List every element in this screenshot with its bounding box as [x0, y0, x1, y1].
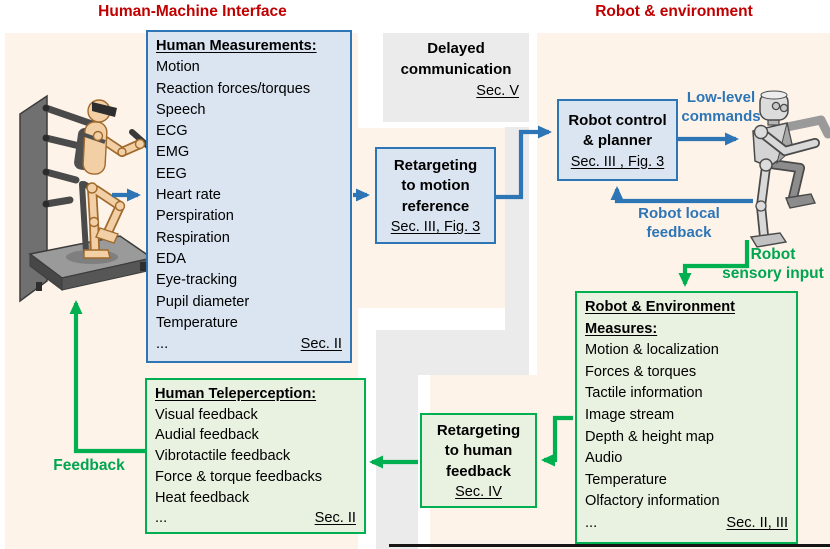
robot-eye — [779, 103, 789, 113]
list-item: EMG — [156, 144, 190, 161]
list-item: Vibrotactile feedback — [155, 448, 291, 465]
list-item: Forces & torques — [585, 363, 697, 380]
robot-control-sec: Sec. III , Fig. 3 — [570, 153, 665, 170]
list-item: Depth & height map — [585, 428, 714, 445]
list-item: Audial feedback — [155, 427, 259, 444]
platform-foot-bolt — [36, 282, 42, 291]
ellipsis: ... — [155, 510, 168, 527]
delayed-communication-band-bottom — [376, 330, 418, 549]
robot-control-box: Robot control & planner Sec. III , Fig. … — [557, 99, 678, 181]
retargeting-human-title: Retargeting to human feedback — [436, 421, 521, 480]
mannequin-body — [81, 99, 153, 259]
list-item: Motion — [156, 59, 200, 76]
robot-env-measures-footer: ... Sec. II, III — [585, 513, 788, 535]
mannequin-foot — [83, 249, 111, 259]
figure-bottom-rule — [389, 544, 830, 547]
list-item: Temperature — [585, 471, 667, 488]
list-item: Force & torque feedbacks — [155, 468, 323, 485]
retargeting-motion-box: Retargeting to motion reference Sec. III… — [375, 147, 496, 244]
delayed-communication-band-top — [383, 33, 529, 122]
list-item: Audio — [585, 450, 623, 467]
robot-head-top — [760, 90, 788, 100]
feedback-label: Feedback — [53, 457, 125, 474]
robot-hip-joint — [759, 158, 773, 172]
section-ref: Sec. II, III — [726, 514, 788, 531]
list-item: Reaction forces/torques — [156, 80, 311, 97]
human-teleperception-title: Human Teleperception: — [155, 386, 317, 402]
human-measurements-title: Human Measurements: — [156, 38, 317, 54]
mannequin-hand — [134, 138, 146, 150]
delayed-communication-title: Delayed communication — [400, 40, 512, 78]
list-item: Visual feedback — [155, 406, 258, 423]
list-item: Heart rate — [156, 187, 221, 204]
retargeting-human-sec: Sec. IV — [455, 484, 502, 501]
human-teleperception-footer: ... Sec. II — [155, 508, 356, 529]
delayed-communication-band-right — [505, 127, 529, 345]
delayed-communication-box: Delayed communication Sec. V — [383, 38, 529, 118]
list-item: Respiration — [156, 229, 230, 246]
ellipsis: ... — [585, 514, 598, 531]
retargeting-motion-sec: Sec. III, Fig. 3 — [390, 219, 481, 236]
robot-eye — [771, 101, 781, 111]
exoskeleton-leg-link — [79, 181, 89, 255]
robot-raised-leg — [766, 159, 816, 209]
platform-foot-bolt — [140, 262, 146, 271]
robot-env-measures-box: Robot & Environment Measures: Motion & l… — [575, 291, 798, 544]
header-human-machine-interface: Human-Machine Interface — [98, 3, 287, 20]
section-ref: Sec. II — [314, 510, 356, 527]
platform-side — [29, 253, 63, 291]
exoskeleton-wall — [19, 94, 48, 303]
list-item: Olfactory information — [585, 493, 720, 510]
list-item: Temperature — [156, 314, 238, 331]
header-robot-environment: Robot & environment — [595, 3, 753, 20]
retargeting-motion-title: Retargeting to motion reference — [393, 156, 478, 215]
list-item: EEG — [156, 165, 187, 182]
mannequin-torso — [82, 121, 108, 175]
list-item: Motion & localization — [585, 342, 719, 359]
list-item: EDA — [156, 250, 187, 267]
robot-shoulder-joint — [753, 124, 769, 140]
list-item: Speech — [156, 101, 206, 118]
delayed-communication-sec: Sec. V — [476, 83, 519, 99]
list-item: ECG — [156, 123, 188, 140]
list-item: Image stream — [585, 406, 675, 423]
robot-far-arm — [782, 115, 830, 139]
retargeting-human-box: Retargeting to human feedback Sec. IV — [420, 413, 537, 508]
list-item: Heat feedback — [155, 489, 250, 506]
vr-headset — [92, 102, 117, 117]
list-item: Pupil diameter — [156, 293, 250, 310]
robot-local-feedback-label: Robot local feedback — [638, 205, 720, 241]
humanoid-robot-figure — [749, 90, 830, 248]
robot-standing-leg — [749, 162, 788, 248]
robot-control-title: Robot control & planner — [568, 111, 667, 150]
robot-sensory-input-label: Robot sensory input — [722, 246, 824, 282]
list-item: Tactile information — [585, 385, 703, 402]
ellipsis: ... — [156, 336, 169, 353]
human-measurements-footer: ... Sec. II — [156, 334, 342, 355]
mannequin-raised-foot — [95, 227, 119, 244]
exoskeleton-joints — [42, 104, 50, 208]
list-item: Perspiration — [156, 208, 234, 225]
section-ref: Sec. II — [300, 336, 342, 353]
low-level-commands-label: Low-level commands — [681, 89, 761, 125]
list-item: Eye-tracking — [156, 272, 238, 289]
human-operator-figure — [19, 94, 154, 303]
robot-env-measures-title: Robot & Environment Measures: — [585, 299, 735, 337]
